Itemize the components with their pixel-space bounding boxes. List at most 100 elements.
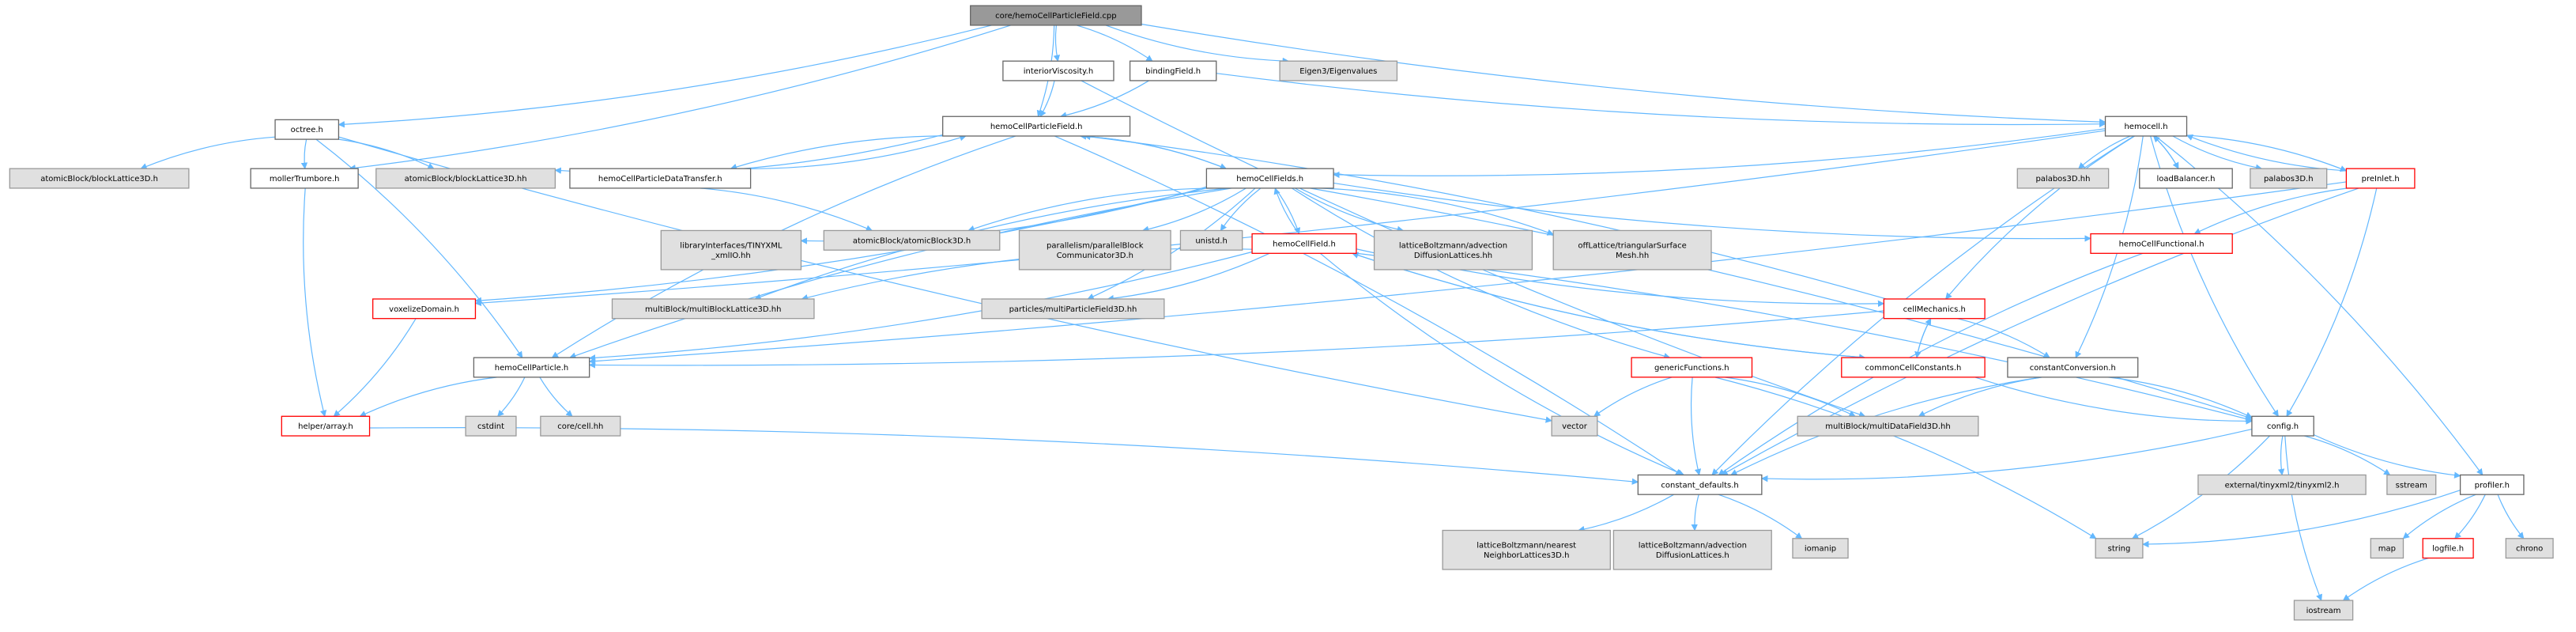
edge-cellMechanics-to-hcparticle [588, 310, 1884, 369]
edge-logfile-to-iostream [2342, 557, 2429, 601]
node-label: map [2378, 545, 2396, 554]
edge-preInlet-to-hemocell [2186, 134, 2347, 172]
edge-hcparticle-to-cstdint [497, 377, 526, 417]
edge-preInlet-to-config [2286, 187, 2378, 418]
node-box [611, 298, 815, 320]
node-label: NeighborLattices3D.h [1484, 551, 1569, 560]
node-box [1279, 60, 1398, 81]
node-label: cstdint [477, 422, 504, 431]
node-lbAdvection3D: latticeBoltzmann/advectionDiffusionLatti… [1373, 229, 1533, 271]
node-box [2095, 538, 2144, 559]
edge-config-to-constantDefaults [1761, 429, 2253, 483]
node-mollerTrumbore[interactable]: mollerTrumbore.h [250, 168, 359, 189]
node-box [2422, 538, 2474, 559]
edge-hcparticle-to-coreCell [539, 377, 573, 417]
node-box [1883, 298, 1986, 320]
node-string: string [2095, 538, 2144, 559]
node-box [970, 5, 1142, 26]
edge-constantConversion-to-constantDefaults [1730, 377, 2042, 475]
edge-hcfields-to-hcfield [1274, 187, 1301, 235]
node-label: voxelizeDomain.h [389, 305, 459, 314]
node-label: sstream [2396, 481, 2427, 490]
edge-hcfields-to-hcparticle [569, 187, 1232, 359]
node-hcpdt[interactable]: hemoCellParticleDataTransfer.h [569, 168, 752, 189]
node-loadBalancer[interactable]: loadBalancer.h [2139, 168, 2233, 189]
edge-octree-to-mollerTrumbore [300, 138, 308, 170]
node-label: offLattice/triangularSurface [1578, 241, 1686, 250]
node-label: particles/multiParticleField3D.hh [1009, 305, 1137, 314]
edge-hcfields-to-unistd [1220, 187, 1262, 232]
node-label: iostream [2306, 607, 2341, 615]
node-hemocell[interactable]: hemocell.h [2104, 115, 2188, 137]
node-palabos3Dhh: palabos3D.hh [2016, 168, 2110, 189]
edge-genericFunctions-to-multiDataField [1724, 377, 1856, 417]
node-commonCellConstants[interactable]: commonCellConstants.h [1841, 357, 1986, 378]
node-hcfield[interactable]: hemoCellField.h [1251, 233, 1357, 254]
edge-hemocell-to-hcfields [1333, 128, 2106, 179]
node-box [1442, 529, 1611, 570]
node-box [2370, 538, 2404, 559]
node-box [2139, 168, 2233, 189]
node-constantConversion[interactable]: constantConversion.h [2007, 357, 2139, 378]
node-octree[interactable]: octree.h [274, 119, 340, 140]
node-interiorViscosity[interactable]: interiorViscosity.h [1002, 60, 1115, 81]
node-parallelBlock: parallelism/parallelBlockCommunicator3D.… [1018, 229, 1171, 271]
node-label: unistd.h [1195, 237, 1227, 245]
node-label: libraryInterfaces/TINYXML [680, 241, 783, 250]
node-genericFunctions[interactable]: genericFunctions.h [1631, 357, 1753, 378]
node-box [1129, 60, 1217, 81]
edge-config-to-iostream [2284, 435, 2322, 601]
edge-hcparticle-to-helperArray [359, 377, 498, 417]
edge-bindingField-to-hemocell [1216, 73, 2106, 127]
edge-hcfield-to-hcparticle [588, 251, 1253, 361]
node-label: profiler.h [2475, 481, 2510, 490]
node-label: atomicBlock/blockLattice3D.hh [405, 175, 527, 184]
node-profiler[interactable]: profiler.h [2459, 474, 2525, 495]
node-tinyxmlio: libraryInterfaces/TINYXML _xmlIO.hh [660, 229, 802, 271]
edge-root-to-eigen [1105, 25, 1290, 65]
node-voxelize[interactable]: voxelizeDomain.h [372, 298, 477, 320]
dependency-edges [140, 23, 2525, 601]
node-box [2250, 168, 2328, 189]
edge-interiorViscosity-to-hcpf [1039, 80, 1055, 117]
node-atomicBlock3D: atomicBlock/atomicBlock3D.h [823, 229, 1001, 251]
edge-bindingField-to-hcpf [1059, 80, 1149, 119]
node-preInlet[interactable]: preInlet.h [2345, 168, 2416, 189]
edge-root-to-hemocell [1141, 23, 2106, 126]
node-box [473, 357, 590, 378]
node-logfile[interactable]: logfile.h [2422, 538, 2474, 559]
node-label: atomicBlock/blockLattice3D.h [40, 175, 158, 184]
edge-hemocell-to-preInlet [2186, 134, 2348, 172]
node-label: bindingField.h [1145, 67, 1201, 76]
edge-hemocell-to-loadBalancer [2153, 135, 2179, 169]
node-hcfunctional[interactable]: hemoCellFunctional.h [2090, 233, 2233, 254]
node-label: genericFunctions.h [1654, 364, 1729, 373]
edge-mollerTrumbore-to-helperArray [303, 187, 327, 418]
node-config[interactable]: config.h [2251, 415, 2314, 437]
node-box [569, 168, 752, 189]
node-label: hemocell.h [2124, 123, 2167, 131]
node-helperArray[interactable]: helper/array.h [281, 415, 371, 437]
node-box [1792, 538, 1849, 559]
node-box [2090, 233, 2233, 254]
node-constantDefaults[interactable]: constant_defaults.h [1637, 474, 1763, 495]
node-hcparticle[interactable]: hemoCellParticle.h [473, 357, 590, 378]
edge-root-to-octree [338, 25, 992, 128]
node-multiParticleField: particles/multiParticleField3D.hh [981, 298, 1165, 320]
edge-hcpdt-to-atomicBlock3D [700, 187, 873, 232]
node-box [1179, 229, 1243, 251]
node-label: _xmlIO.hh [711, 252, 751, 260]
edge-preInlet-to-hcfunctional [2193, 187, 2348, 235]
edge-hcfields-to-lbAdvection3D [1295, 187, 1405, 233]
node-cellMechanics[interactable]: cellMechanics.h [1883, 298, 1986, 320]
node-hcpf[interactable]: hemoCellParticleField.h [942, 115, 1131, 137]
node-label: atomicBlock/atomicBlock3D.h [853, 237, 971, 245]
node-hcfields[interactable]: hemoCellFields.h [1205, 168, 1334, 189]
node-box [1251, 233, 1357, 254]
node-label: constantConversion.h [2030, 364, 2116, 373]
node-bindingField[interactable]: bindingField.h [1129, 60, 1217, 81]
edge-loadBalancer-to-hemocell [2152, 135, 2179, 169]
node-root[interactable]: core/hemoCellParticleField.cpp [970, 5, 1142, 26]
node-box [1797, 415, 1979, 437]
